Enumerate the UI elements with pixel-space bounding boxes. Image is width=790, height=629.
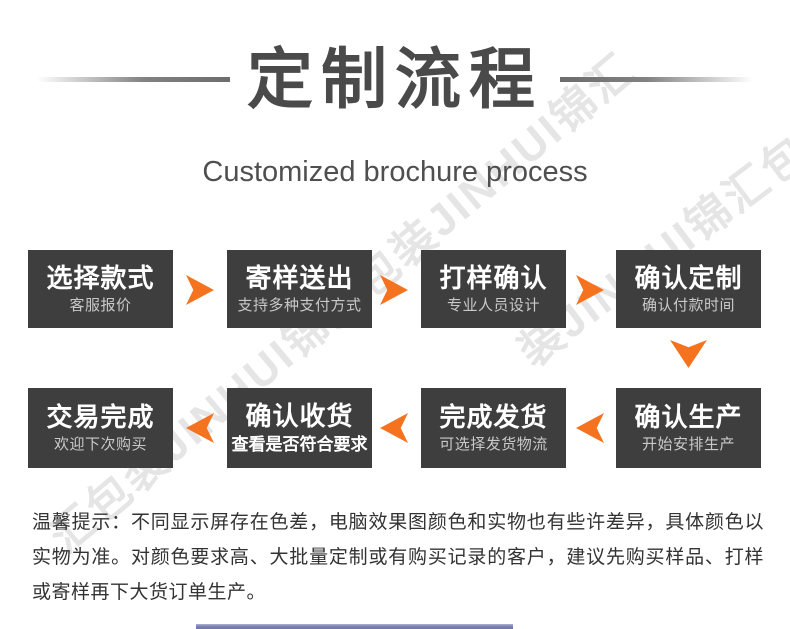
arrow-right-icon [380,275,408,305]
step-box-send-sample: 寄样送出 支持多种支付方式 [227,250,372,328]
step-box-ship-complete: 完成发货 可选择发货物流 [421,388,566,468]
header: 定制流程 [0,24,790,134]
step-box-proof-confirm: 打样确认 专业人员设计 [421,250,566,328]
step-title: 确认收货 [245,401,354,432]
arrow-right-icon [576,275,604,305]
arrow-down-icon [670,340,707,368]
next-section-top-bar [196,624,513,629]
arrow-left-icon [380,413,408,443]
color-difference-notice: 温馨提示：不同显示屏存在色差，电脑效果图颜色和实物也有些许差异，具体颜色以实物为… [32,512,764,604]
step-subtitle: 支持多种支付方式 [237,297,362,315]
step-box-deal-complete: 交易完成 欢迎下次购买 [28,388,173,468]
step-box-confirm-production: 确认生产 开始安排生产 [616,388,761,468]
step-title: 寄样送出 [245,263,354,294]
title-decoration-line-left [37,76,230,82]
step-box-select-style: 选择款式 客服报价 [28,250,173,328]
step-subtitle: 专业人员设计 [446,297,540,315]
page-subtitle: Customized brochure process [202,156,588,188]
arrow-left-icon [186,413,214,443]
arrow-right-icon [186,275,214,305]
step-title: 完成发货 [439,402,548,433]
step-subtitle: 可选择发货物流 [439,436,548,454]
step-title: 打样确认 [439,263,548,294]
step-subtitle: 查看是否符合要求 [231,435,368,455]
step-title: 选择款式 [46,263,155,294]
step-title: 确认生产 [634,402,743,433]
step-subtitle: 开始安排生产 [641,436,735,454]
step-subtitle: 确认付款时间 [641,297,735,315]
page-title: 定制流程 [247,42,543,116]
step-subtitle: 客服报价 [69,297,132,315]
step-title: 确认定制 [634,263,743,294]
step-box-confirm-receipt: 确认收货 查看是否符合要求 [227,388,372,468]
arrow-left-icon [576,413,604,443]
title-decoration-line-right [560,76,753,82]
step-box-confirm-custom: 确认定制 确认付款时间 [616,250,761,328]
step-title: 交易完成 [46,402,155,433]
step-subtitle: 欢迎下次购买 [53,436,147,454]
